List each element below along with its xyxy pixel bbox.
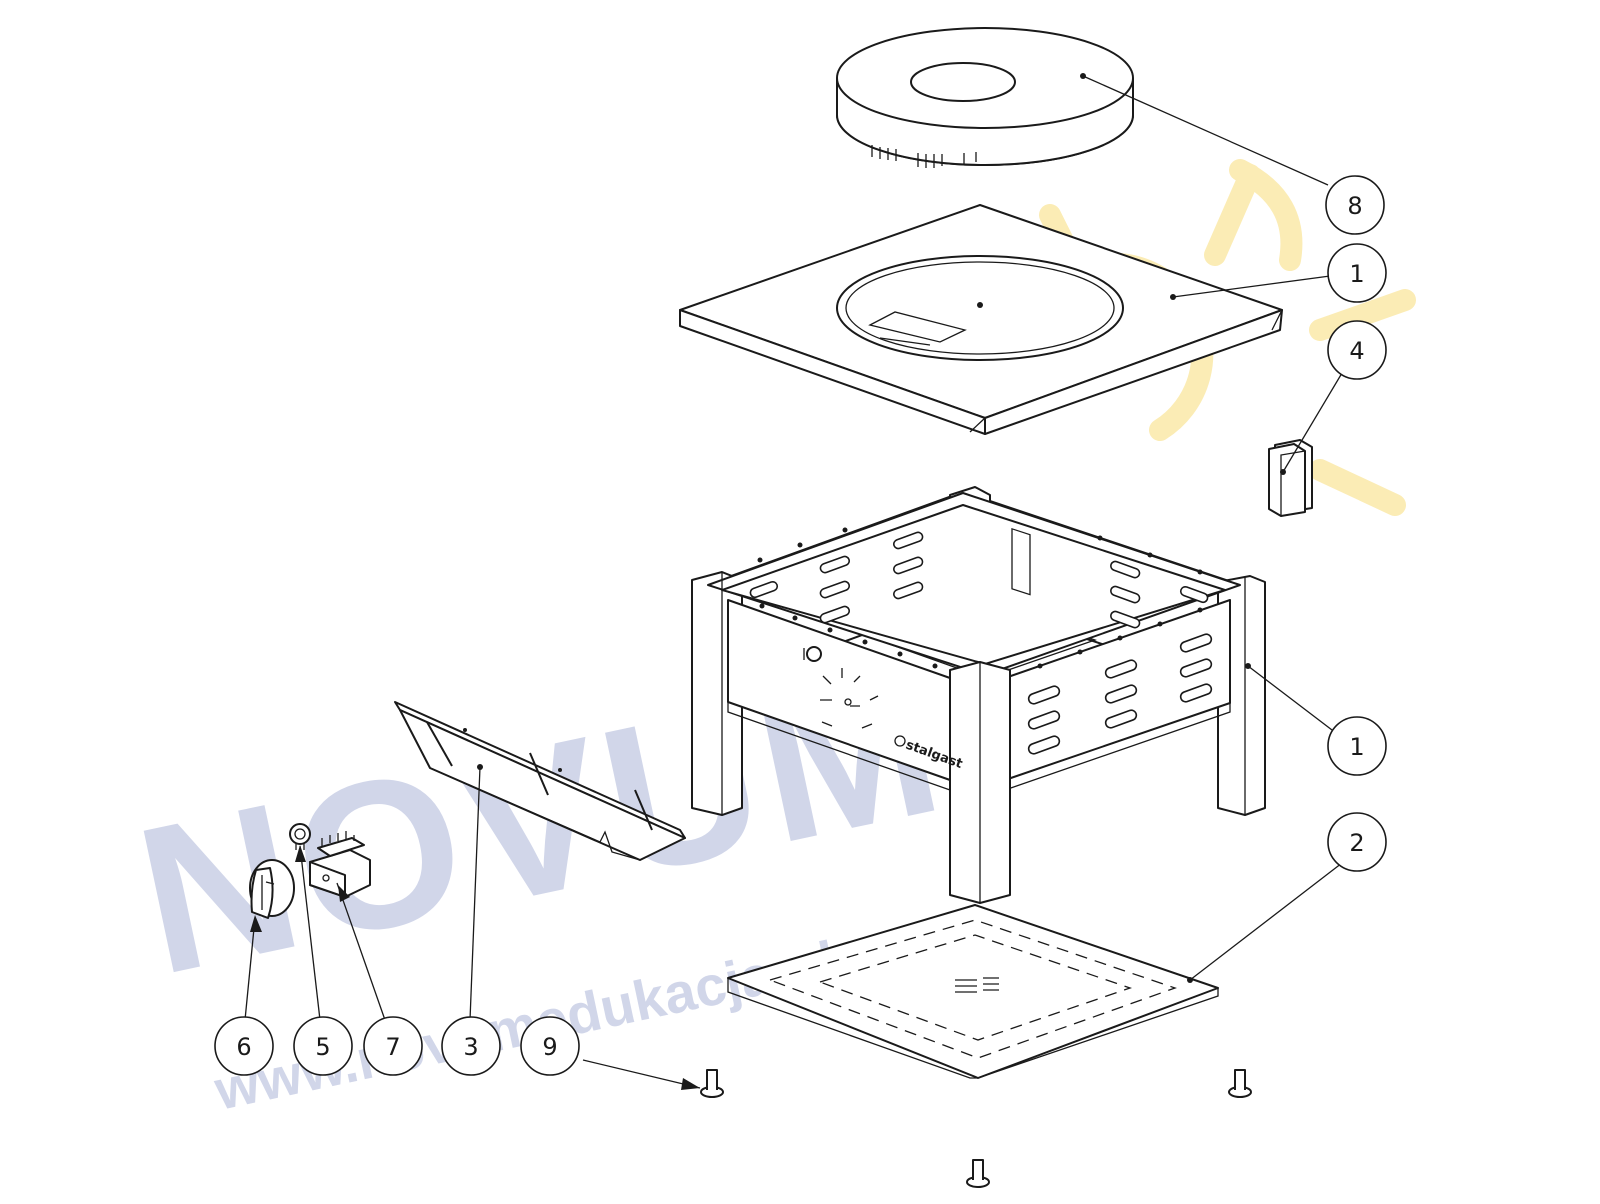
vent-slots-back-left	[749, 531, 924, 624]
part-indicator-lamp	[289, 823, 311, 850]
svg-text:1: 1	[1349, 260, 1364, 288]
part-frame-body: stalgast	[691, 486, 1266, 904]
svg-text:3: 3	[463, 1033, 478, 1061]
callout-1-top: 1	[1327, 243, 1387, 303]
svg-text:5: 5	[315, 1033, 330, 1061]
part-control-knob	[249, 859, 295, 919]
vent-slots-back-right	[1110, 560, 1209, 629]
callout-4: 4	[1327, 320, 1387, 380]
svg-text:9: 9	[542, 1033, 557, 1061]
svg-text:7: 7	[385, 1033, 400, 1061]
part-heating-plate	[836, 27, 1134, 168]
callout-2: 2	[1327, 812, 1387, 872]
vent-slots-front-right	[1027, 633, 1213, 755]
frame-screws	[757, 527, 1251, 669]
callout-5: 5	[293, 1016, 353, 1076]
callout-6: 6	[214, 1016, 274, 1076]
callout-8: 8	[1325, 175, 1385, 235]
leader-lines	[244, 75, 1346, 1090]
svg-text:6: 6	[236, 1033, 251, 1061]
part-selector-switch	[309, 831, 371, 898]
callout-7: 7	[363, 1016, 423, 1076]
callout-9: 9	[520, 1016, 580, 1076]
part-top-cover	[679, 204, 1283, 435]
svg-text:4: 4	[1349, 337, 1364, 365]
svg-text:8: 8	[1347, 192, 1362, 220]
foot-left	[700, 1069, 724, 1098]
callout-1-frame: 1	[1327, 716, 1387, 776]
part-corner-cap	[1268, 439, 1313, 517]
svg-text:1: 1	[1349, 733, 1364, 761]
callout-3: 3	[441, 1016, 501, 1076]
part-adjustable-feet	[700, 1069, 1252, 1188]
part-bottom-plate	[727, 904, 1219, 1079]
bottom-plate-vents	[955, 977, 999, 993]
part-cable-tray	[394, 701, 686, 861]
foot-right	[1228, 1069, 1252, 1098]
foot-front	[966, 1159, 990, 1188]
svg-text:2: 2	[1349, 829, 1364, 857]
heating-plate-terminals	[871, 145, 977, 168]
